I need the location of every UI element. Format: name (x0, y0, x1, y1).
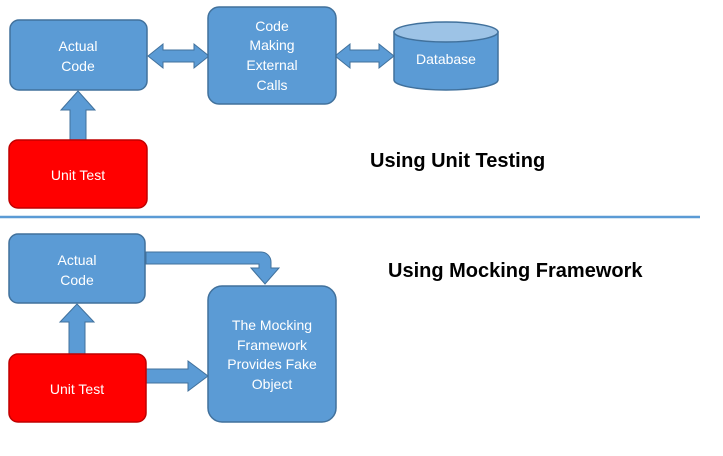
external-calls-label-line2: Making (249, 37, 294, 53)
up-arrow-test-to-code (59, 90, 97, 141)
mocking-label-line3: Provides Fake (227, 356, 317, 372)
unit-test-box-bottom: Unit Test (8, 353, 147, 423)
unit-test-box-top: Unit Test (8, 139, 148, 209)
external-calls-label-line3: External (246, 57, 297, 73)
external-calls-label-line1: Code (255, 18, 289, 34)
unit-test-label-bottom: Unit Test (50, 381, 104, 397)
right-arrow-test-to-mock (145, 360, 209, 392)
mocking-label-line2: Framework (237, 337, 308, 353)
bent-arrow-code-to-mock (145, 251, 281, 285)
heading-mocking-framework: Using Mocking Framework (388, 260, 643, 282)
actual-code-label-line1: Actual (59, 38, 98, 54)
mocking-label-line1: The Mocking (232, 317, 312, 333)
mocking-framework-box: The Mocking Framework Provides Fake Obje… (207, 285, 337, 423)
up-arrow-test-to-code-bottom (58, 303, 96, 355)
actual-code-box-bottom: Actual Code (8, 233, 146, 304)
database-cylinder: Database (393, 21, 499, 91)
external-calls-box: Code Making External Calls (207, 6, 337, 105)
double-arrow-code-to-external (147, 42, 210, 70)
actual-code-box-top: Actual Code (9, 19, 148, 91)
actual-code-label-line2: Code (61, 58, 95, 74)
unit-test-label-top: Unit Test (51, 167, 105, 183)
external-calls-label-line4: Calls (256, 77, 287, 93)
mocking-label-line4: Object (252, 376, 293, 392)
database-label: Database (416, 51, 476, 67)
double-arrow-external-to-database (334, 42, 395, 70)
actual-code-bottom-label-line2: Code (60, 272, 94, 288)
heading-unit-testing: Using Unit Testing (370, 150, 545, 172)
actual-code-bottom-label-line1: Actual (58, 252, 97, 268)
